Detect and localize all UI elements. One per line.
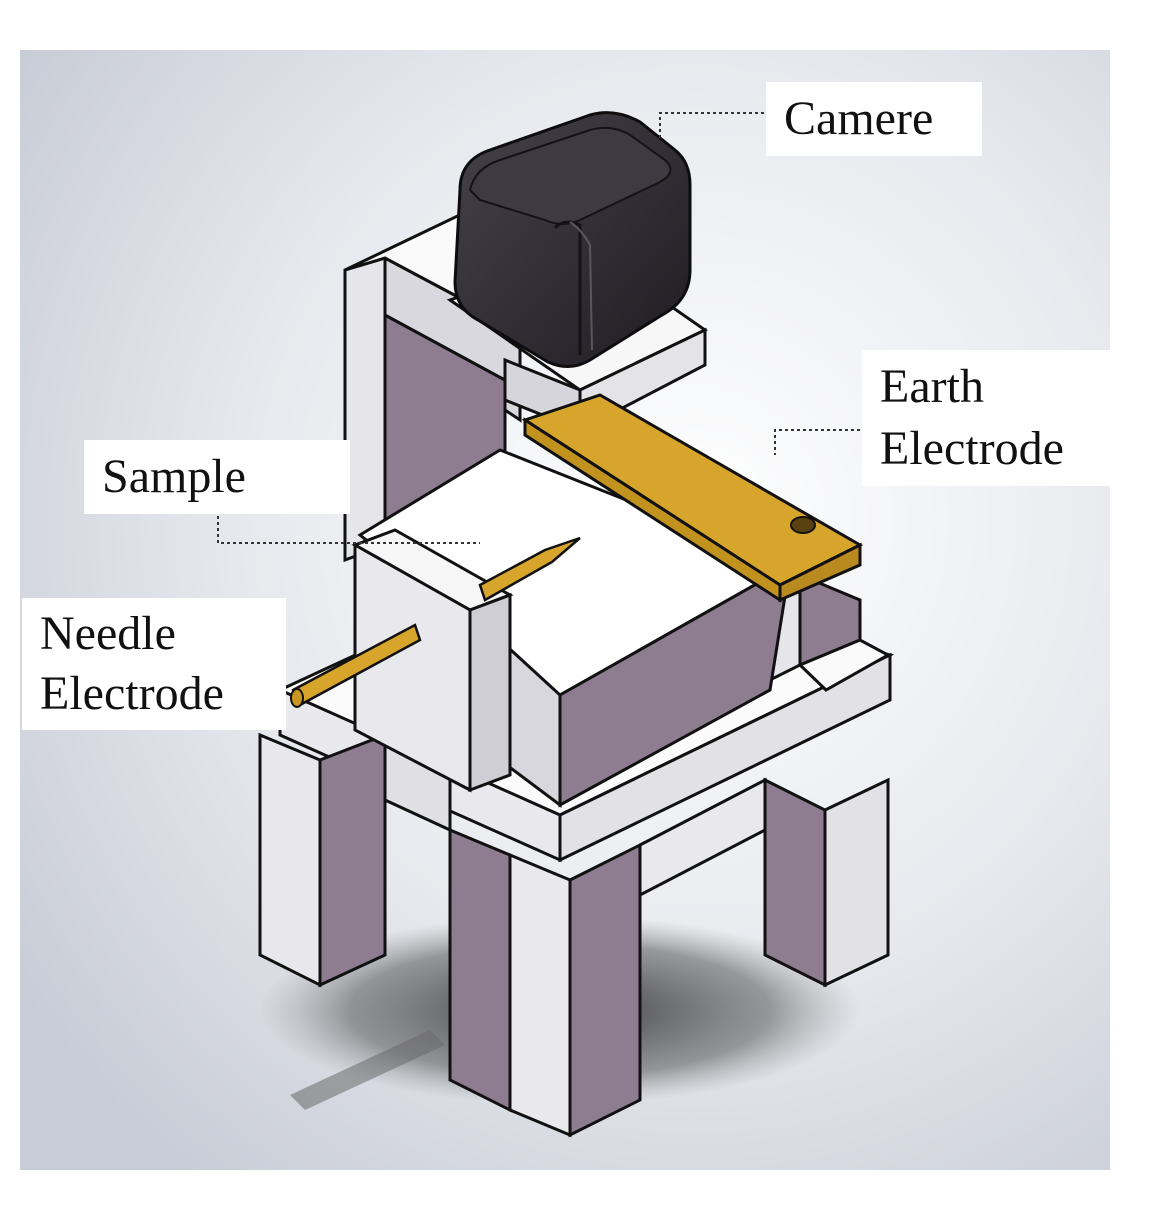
sample-label: Sample	[84, 440, 350, 514]
leader-lines	[217, 112, 860, 544]
camera-label-text: Camere	[784, 92, 934, 145]
camera-leader	[659, 112, 764, 140]
sample-label-text: Sample	[102, 450, 246, 503]
needle-electrode	[290, 536, 581, 708]
earth-electrode-bar	[521, 393, 864, 603]
camera-label: Camere	[766, 82, 982, 156]
sample-block	[357, 448, 794, 808]
needle-label-line2: Electrode	[40, 667, 224, 720]
sample-leader	[217, 510, 480, 544]
earth-electrode-label: Earth Electrode	[862, 350, 1128, 486]
camera	[453, 111, 692, 368]
needle-electrode-label: Needle Electrode	[22, 598, 286, 730]
earth-label-line2: Electrode	[880, 422, 1064, 475]
earth-leader	[774, 429, 860, 455]
needle-shadow	[290, 1030, 445, 1110]
needle-label-line1: Needle	[40, 607, 176, 660]
earth-label-line1: Earth	[880, 360, 984, 413]
